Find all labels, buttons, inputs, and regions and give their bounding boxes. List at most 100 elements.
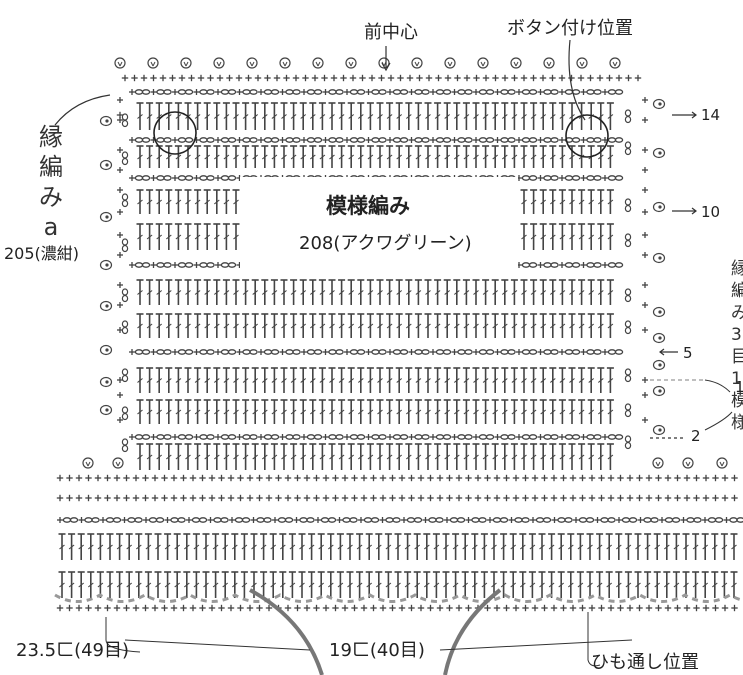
treble-stitch-bar [137,290,143,295]
button-marker-left [153,111,197,155]
chain-stitch [607,89,617,95]
treble-stitch-bar [521,154,527,160]
chain-stitch [593,175,602,181]
treble-stitch-bar [338,154,345,160]
treble-stitch-bar [452,582,459,588]
chain-stitch [571,262,581,268]
treble-stitch-bar [511,378,518,383]
chain-stitch [607,349,617,355]
treble-stitch-bar [377,290,383,295]
chain-stitch [550,137,559,143]
chain-stitch [457,89,466,95]
treble-stitch-bar [481,544,488,550]
treble-stitch-bar [521,323,527,329]
chain-stitch [227,349,237,355]
treble-stitch-bar [137,114,143,119]
treble-stitch-bar [233,454,239,460]
treble-stitch-bar [444,114,451,119]
chain-stitch [69,517,79,523]
chain-stitch [370,517,380,523]
chain-stitch [277,517,287,523]
edge-picot [99,404,113,416]
treble-stitch-bar [156,114,163,119]
treble-stitch-bar [348,454,355,460]
chain-stitch [141,137,151,143]
turning-chain [624,409,632,418]
treble-stitch-bar [482,154,489,160]
treble-stitch-bar [501,114,508,119]
treble-stitch-bar [731,582,737,588]
chain-stitch [729,517,738,523]
treble-stitch-bar [578,409,585,415]
chain-stitch [177,137,187,143]
treble-stitch-bar [203,544,209,550]
treble-stitch-bar [194,114,201,119]
treble-stitch-bar [299,544,305,550]
treble-stitch-bar [146,234,153,240]
chain-stitch [378,137,387,143]
treble-stitch-bar [549,234,556,240]
chain-stitch [543,434,552,440]
picot-stitch [315,61,319,67]
treble-stitch-bar [549,154,556,160]
treble-stitch-bar [271,114,278,119]
treble-stitch-bar [146,290,153,295]
treble-stitch-bar [185,154,191,160]
chain-stitch [84,517,93,523]
treble-stitch-bar [511,114,518,119]
treble-stitch-bar [453,409,460,415]
edge-picot [658,428,662,432]
treble-stitch-bar [386,114,393,119]
treble-stitch-bar [165,114,172,119]
picot-stitch [183,61,187,67]
chain-stitch [550,89,559,95]
chain-stitch [335,349,344,355]
treble-stitch-bar [348,323,355,329]
treble-stitch-bar [501,409,508,415]
chain-stitch [435,517,444,523]
treble-stitch-bar [415,409,422,415]
treble-stitch-bar [501,154,508,160]
treble-stitch-bar [348,409,355,415]
edge-picot [99,211,113,223]
treble-stitch-bar [223,454,230,460]
treble-stitch-bar [663,582,670,588]
treble-stitch-bar [607,154,614,160]
treble-stitch-bar [549,409,556,415]
treble-stitch-bar [281,323,287,329]
treble-stitch-bar [175,290,182,295]
chain-stitch [199,137,208,143]
chain-stitch [686,517,695,523]
picot-stitch [546,61,550,67]
treble-stitch-bar [357,114,364,119]
treble-stitch-bar [146,454,153,460]
chain-stitch [457,349,466,355]
chain-stitch [249,89,258,95]
chain-stitch [241,517,251,523]
treble-stitch-bar [213,199,220,205]
chain-stitch [500,434,509,440]
picot-stitch [444,57,456,69]
chain-stitch [349,89,359,95]
chain-stitch [378,89,387,95]
picot-stitch [317,61,321,67]
treble-stitch-bar [165,378,172,383]
chain-stitch [586,137,595,143]
edge-picot [658,102,662,106]
treble-stitch-bar [425,114,431,119]
turning-chain [121,238,129,246]
chain-stitch [543,262,552,268]
edge-picot [652,332,666,344]
edge-picot [105,380,109,384]
chain-stitch [614,262,624,268]
chain-stitch [478,517,487,523]
treble-stitch-bar [386,154,393,160]
treble-stitch-bar [261,114,268,119]
chain-stitch [564,434,574,440]
chain-stitch [485,89,495,95]
treble-stitch-bar [338,454,345,460]
treble-stitch-bar [423,582,430,588]
treble-stitch-bar [473,454,479,460]
chain-stitch [220,262,230,268]
chain-stitch [542,517,552,523]
